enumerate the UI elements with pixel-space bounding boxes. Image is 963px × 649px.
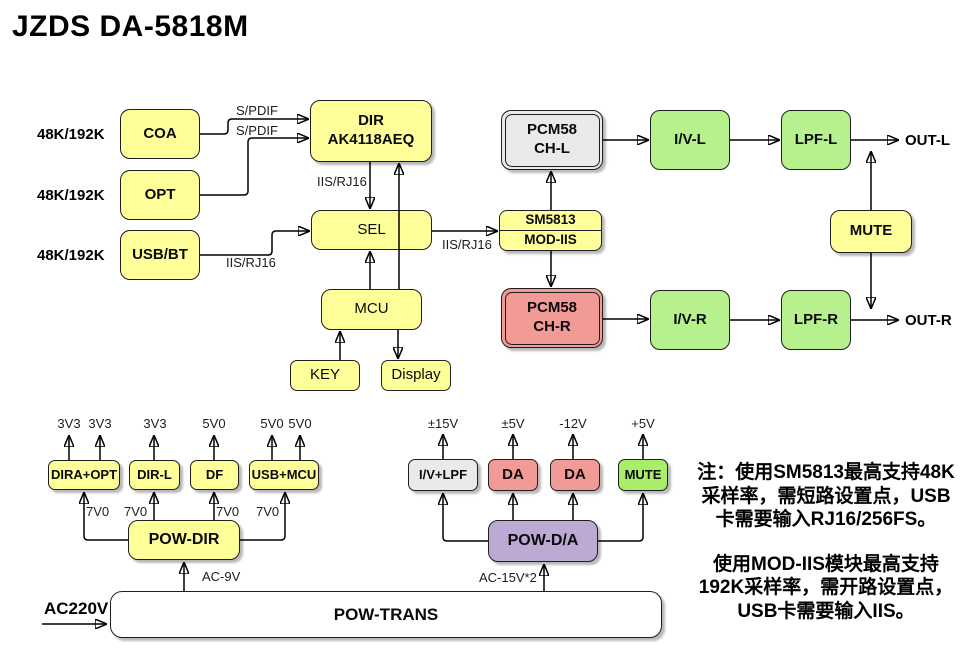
rail-7v0-label-1: 7V0 bbox=[86, 504, 110, 519]
mcu-box: MCU bbox=[321, 289, 422, 330]
spdif-label-2: S/PDIF bbox=[236, 123, 278, 138]
pow-trans-box: POW-TRANS bbox=[110, 591, 662, 638]
dir-line1: DIR bbox=[358, 112, 384, 130]
ac-9v-label: AC-9V bbox=[202, 569, 241, 584]
dir-line2: AK4118AEQ bbox=[327, 131, 415, 148]
mute-power-box: MUTE bbox=[618, 459, 668, 491]
pdir-out-label-1: 3V3 bbox=[57, 416, 81, 431]
pow-da-box: POW-D/A bbox=[488, 520, 598, 562]
ac-15v2-label: AC-15V*2 bbox=[479, 570, 537, 585]
note-p2-line1: 使用MOD-IIS模块最高支持 bbox=[713, 553, 939, 575]
rate-label-usb: 48K/192K bbox=[37, 247, 105, 264]
pcm58-r-line1: PCM58 bbox=[526, 299, 578, 317]
da-power-box-2: DA bbox=[550, 459, 600, 491]
mod-iis-label: MOD-IIS bbox=[500, 230, 601, 250]
iv-r-box: I/V-R bbox=[650, 290, 730, 350]
out-r-label: OUT-R bbox=[905, 312, 952, 329]
opt-box: OPT bbox=[120, 170, 200, 220]
da-power-box-1: DA bbox=[488, 459, 538, 491]
iv-lpf-power-box: I/V+LPF bbox=[408, 459, 478, 491]
usb-bt-box: USB/BT bbox=[120, 230, 200, 280]
pcm58-ch-r-box: PCM58 CH-R bbox=[501, 288, 603, 348]
lpf-r-box: LPF-R bbox=[781, 290, 851, 350]
line-opt-to-dir bbox=[200, 138, 308, 196]
pdir-out-label-2: 3V3 bbox=[88, 416, 112, 431]
pcm58-l-line2: CH-L bbox=[534, 140, 570, 157]
spdif-label-1: S/PDIF bbox=[236, 103, 278, 118]
usb-mcu-box: USB+MCU bbox=[249, 460, 319, 490]
ac220v-label: AC220V bbox=[44, 599, 109, 618]
key-box: KEY bbox=[290, 360, 360, 391]
sm5813-mod-iis-box: SM5813 MOD-IIS bbox=[499, 210, 602, 251]
note-p2-line3: USB卡需要输入IIS。 bbox=[737, 600, 915, 622]
iis-rj16-label-dir-sel: IIS/RJ16 bbox=[317, 174, 367, 189]
pda-out-label-1: ±15V bbox=[427, 416, 459, 431]
coa-box: COA bbox=[120, 109, 200, 159]
note-p2-line2: 192K采样率，需开路设置点， bbox=[698, 577, 954, 598]
rate-label-opt: 48K/192K bbox=[37, 187, 105, 204]
lpf-l-box: LPF-L bbox=[781, 110, 851, 170]
dira-opt-box: DIRA+OPT bbox=[48, 460, 120, 490]
df-box: DF bbox=[190, 460, 239, 490]
rate-label-coa: 48K/192K bbox=[37, 126, 105, 143]
rail-7v0-label-2: 7V0 bbox=[124, 504, 148, 519]
note-p1-line2: 采样率，需短路设置点，USB bbox=[701, 485, 951, 507]
display-box: Display bbox=[381, 360, 451, 391]
iv-l-box: I/V-L bbox=[650, 110, 730, 170]
dir-l-box: DIR-L bbox=[129, 460, 180, 490]
pcm58-ch-l-box: PCM58 CH-L bbox=[501, 110, 603, 170]
out-l-label: OUT-L bbox=[905, 132, 950, 149]
pdir-out-label-6: 5V0 bbox=[288, 416, 312, 431]
pdir-out-label-4: 5V0 bbox=[202, 416, 226, 431]
pda-out-label-3: -12V bbox=[559, 416, 587, 431]
note-p1-line1: 注：使用SM5813最高支持48K bbox=[697, 462, 955, 483]
mute-box: MUTE bbox=[830, 210, 912, 253]
note-p1-line3: 卡需要输入RJ16/256FS。 bbox=[715, 509, 937, 530]
pcm58-r-line2: CH-R bbox=[533, 318, 571, 335]
sel-box: SEL bbox=[311, 210, 432, 250]
pda-out-label-4: +5V bbox=[631, 416, 655, 431]
rail-7v0-label-4: 7V0 bbox=[256, 504, 280, 519]
note-block: 注：使用SM5813最高支持48K 采样率，需短路设置点，USB 卡需要输入RJ… bbox=[692, 461, 960, 623]
iis-rj16-label-sel-mod: IIS/RJ16 bbox=[442, 237, 492, 252]
pdir-out-label-5: 5V0 bbox=[260, 416, 284, 431]
pow-dir-box: POW-DIR bbox=[128, 520, 240, 560]
sm5813-label: SM5813 bbox=[525, 212, 576, 228]
pda-out-label-2: ±5V bbox=[501, 416, 525, 431]
diagram-title: JZDS DA-5818M bbox=[12, 10, 249, 43]
pcm58-l-line1: PCM58 bbox=[526, 121, 578, 139]
line-usb-to-sel bbox=[200, 231, 309, 256]
iis-rj16-label-usb: IIS/RJ16 bbox=[226, 255, 276, 270]
rail-7v0-label-3: 7V0 bbox=[216, 504, 240, 519]
pdir-out-label-3: 3V3 bbox=[143, 416, 167, 431]
line-powda-to-ivlpf bbox=[443, 494, 488, 542]
dir-ak4118aeq-box: DIR AK4118AEQ bbox=[310, 100, 432, 162]
line-powda-to-mutep bbox=[598, 494, 643, 542]
